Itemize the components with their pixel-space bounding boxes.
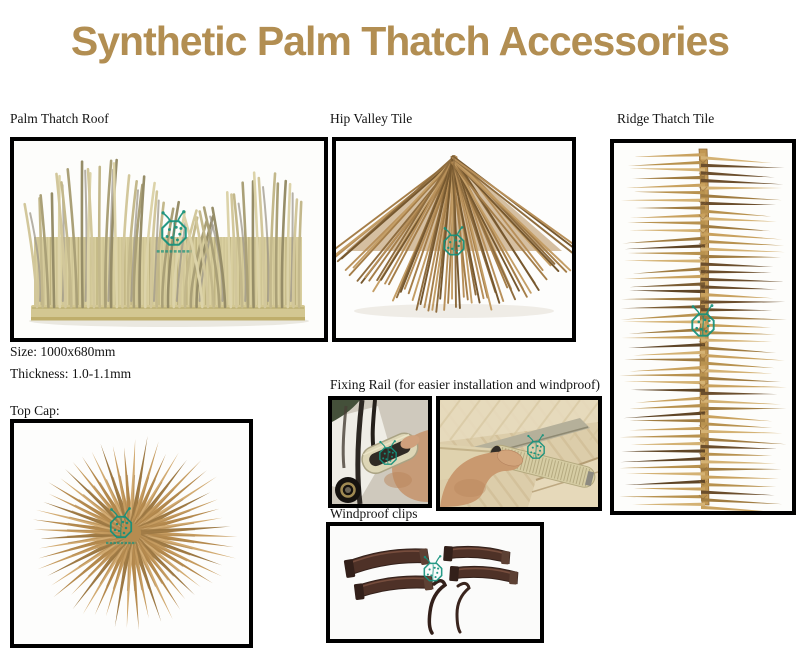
top-cap-photo bbox=[10, 419, 253, 648]
label-windproof-clips: Windproof clips bbox=[330, 506, 418, 521]
ladybug-logo-icon bbox=[379, 440, 397, 465]
spec-thickness: Thickness: 1.0-1.1mm bbox=[10, 366, 132, 381]
hip-valley-tile-photo bbox=[332, 137, 576, 342]
ladybug-logo-icon bbox=[423, 555, 443, 582]
ridge-thatch-tile-illustration bbox=[614, 143, 792, 511]
label-ridge-thatch-tile: Ridge Thatch Tile bbox=[617, 111, 715, 126]
spec-size: Size: 1000x680mm bbox=[10, 344, 116, 359]
fixing-rail-photo-1 bbox=[328, 396, 432, 508]
ladybug-logo-icon bbox=[443, 226, 465, 256]
fixing-rail-photo-2 bbox=[436, 396, 602, 511]
ladybug-logo-icon bbox=[106, 507, 136, 545]
ladybug-logo-icon bbox=[691, 304, 715, 337]
windproof-clips-illustration bbox=[330, 526, 540, 639]
fixing-rail-cross-section-illustration bbox=[332, 400, 428, 504]
palm-thatch-roof-illustration bbox=[14, 141, 324, 338]
ladybug-logo-icon bbox=[527, 434, 545, 459]
label-palm-thatch-roof: Palm Thatch Roof bbox=[10, 111, 109, 126]
palm-thatch-roof-photo bbox=[10, 137, 328, 342]
top-cap-illustration bbox=[14, 423, 249, 644]
hip-valley-tile-illustration bbox=[336, 141, 572, 338]
label-top-cap: Top Cap: bbox=[10, 403, 60, 418]
ridge-thatch-tile-photo bbox=[610, 139, 796, 515]
fixing-rail-installed-illustration bbox=[440, 400, 598, 507]
windproof-clips-photo bbox=[326, 522, 544, 643]
label-fixing-rail: Fixing Rail (for easier installation and… bbox=[330, 377, 600, 392]
page-title: Synthetic Palm Thatch Accessories bbox=[70, 18, 730, 64]
label-hip-valley-tile: Hip Valley Tile bbox=[330, 111, 413, 126]
ladybug-logo-icon bbox=[156, 210, 192, 253]
